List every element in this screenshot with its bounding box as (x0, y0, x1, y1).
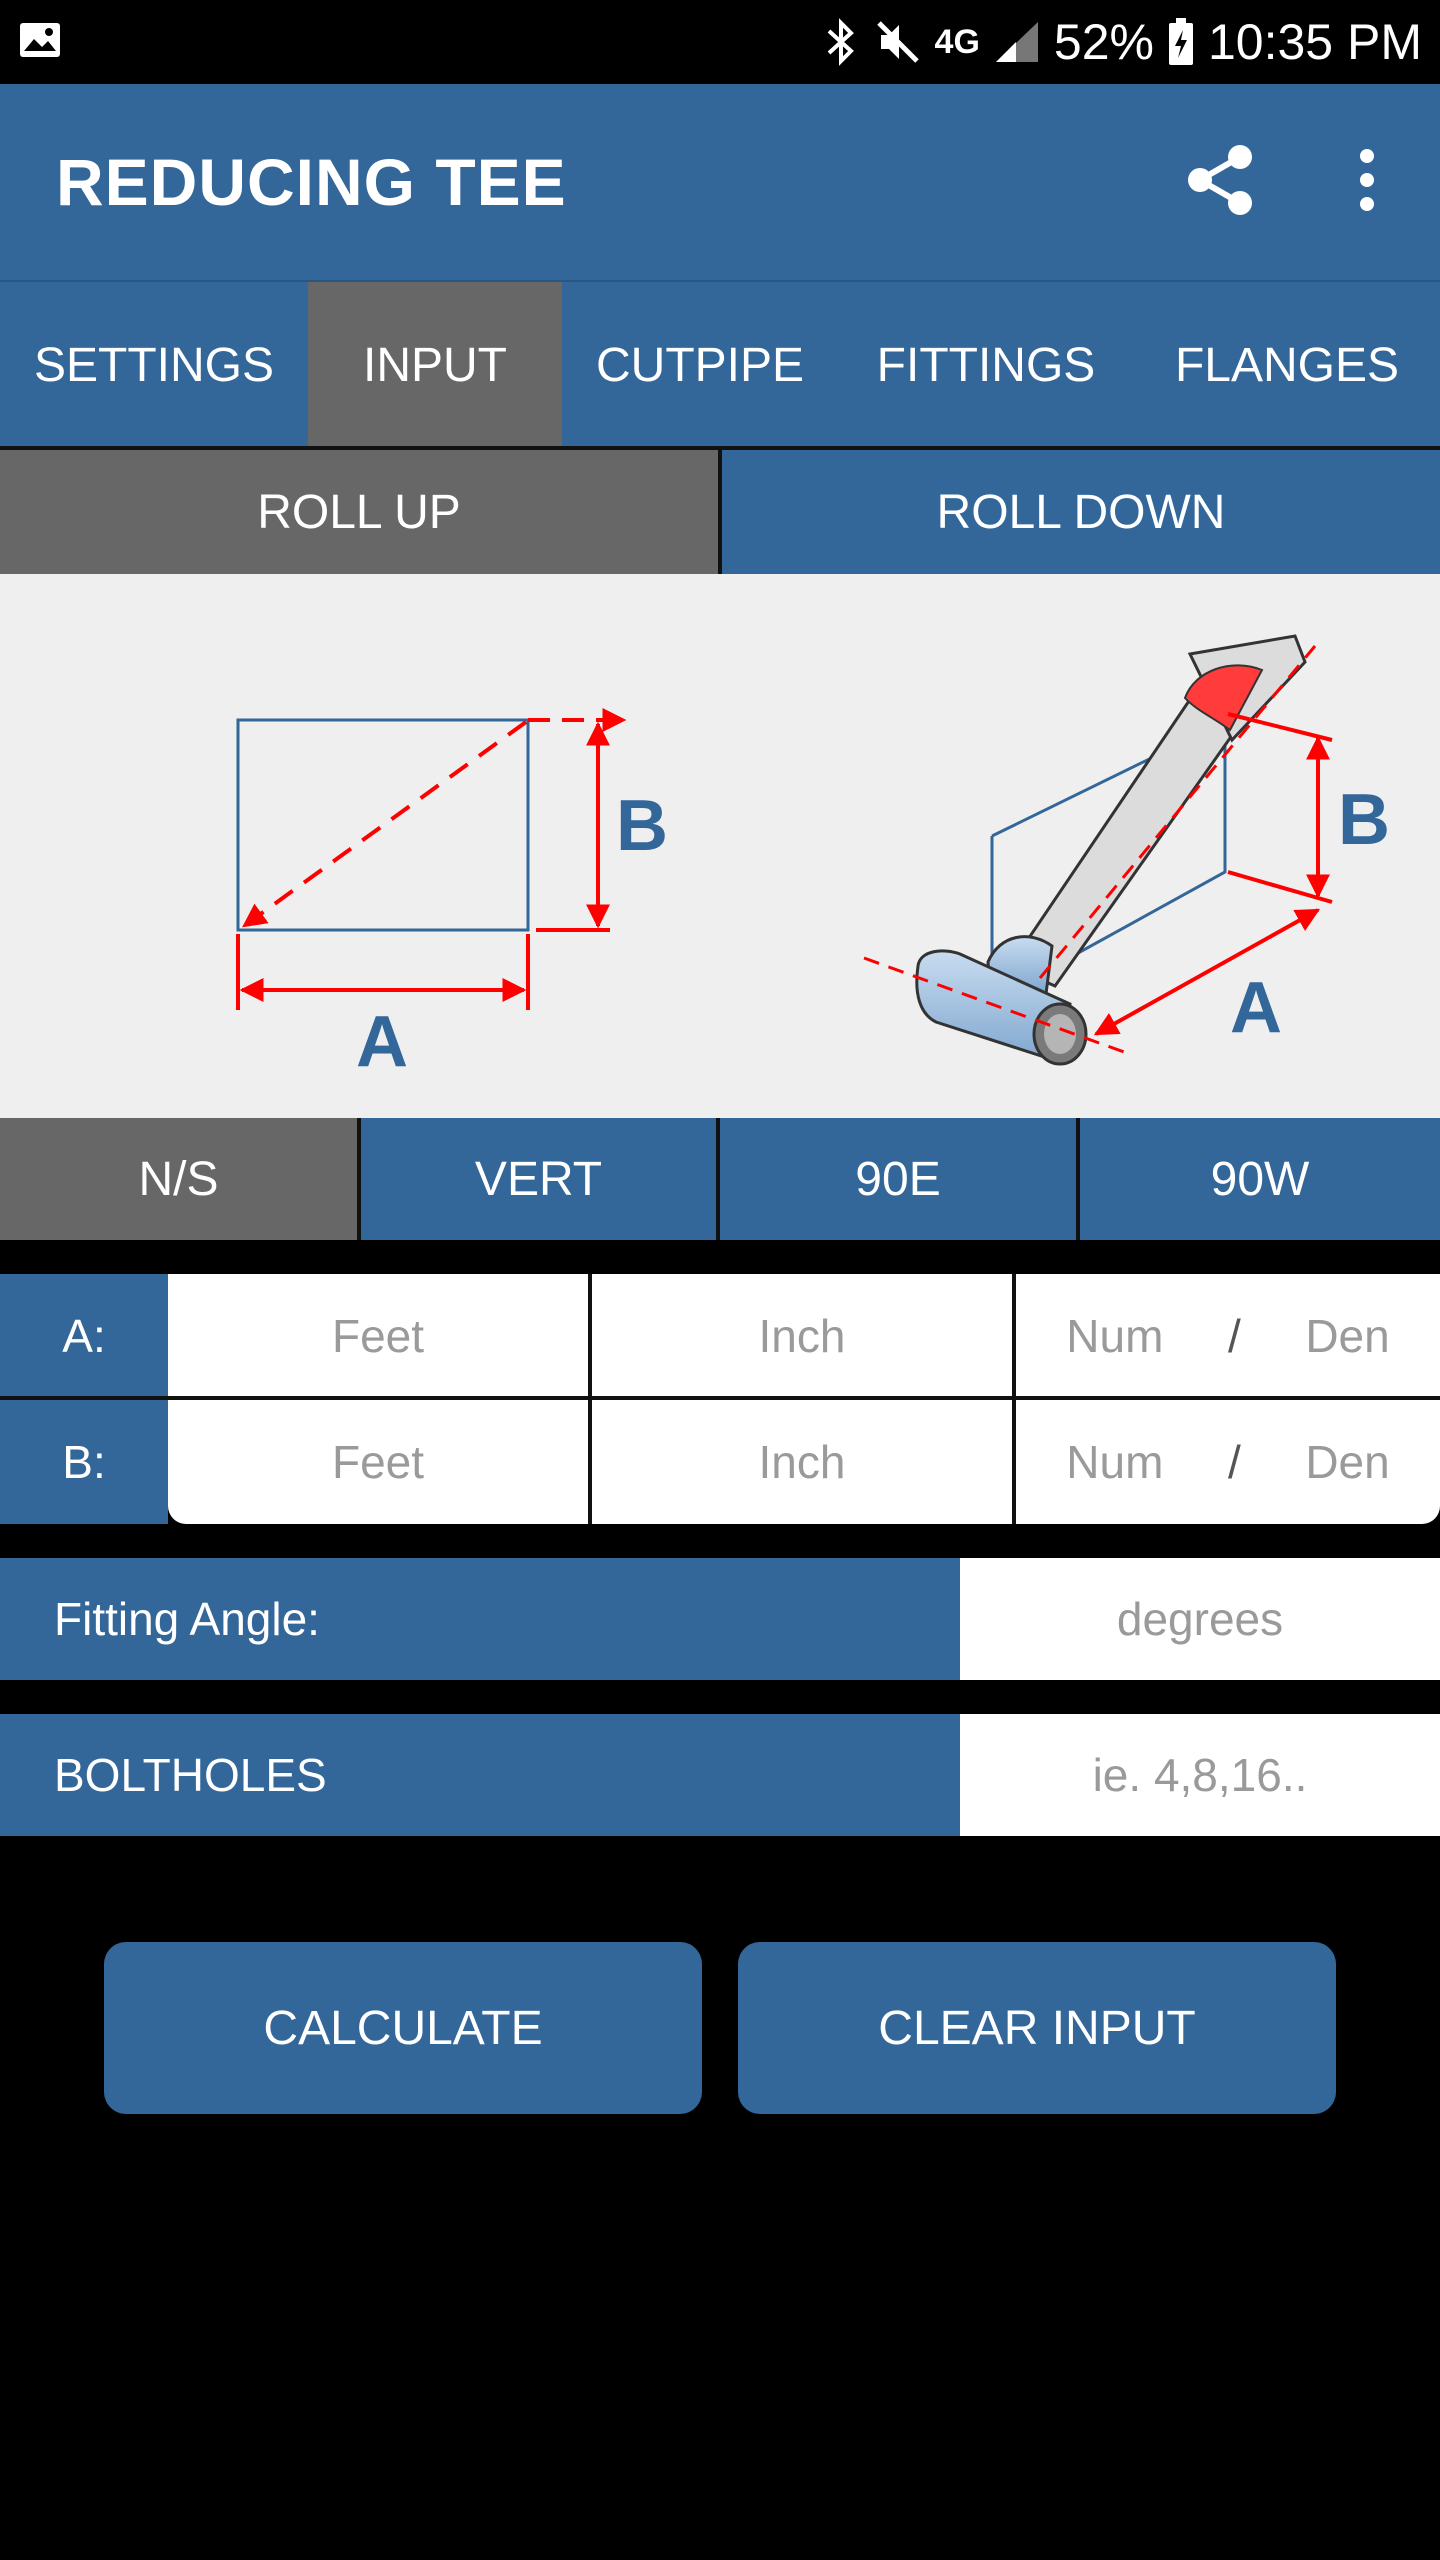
divider (588, 1400, 592, 1524)
fraction-input-a: Num / Den (1016, 1274, 1440, 1398)
roll-down-button[interactable]: ROLL DOWN (722, 450, 1440, 574)
divider (0, 1396, 1440, 1400)
lte-icon: 4G (934, 23, 980, 61)
direction-90w-button[interactable]: 90W (1080, 1118, 1440, 1240)
divider (716, 1118, 720, 1240)
inch-input-a[interactable]: Inch (592, 1274, 1012, 1398)
dimension-label-a: A (1230, 968, 1282, 1048)
battery-icon (1168, 18, 1194, 66)
tab-input[interactable]: INPUT (308, 282, 562, 448)
battery-percent: 52% (1053, 14, 1154, 70)
mute-icon (875, 19, 921, 65)
input-row-b: B: Feet Inch Num / Den (0, 1400, 1440, 1524)
calculate-button[interactable]: CALCULATE (104, 1942, 702, 2114)
divider (1012, 1400, 1016, 1524)
denominator-input-a[interactable]: Den (1305, 1310, 1390, 1362)
boltholes-input[interactable]: ie. 4,8,16.. (960, 1714, 1440, 1836)
roll-toggle: ROLL UP ROLL DOWN (0, 450, 1440, 574)
roll-up-button[interactable]: ROLL UP (0, 450, 718, 574)
direction-toggle: N/S VERT 90E 90W (0, 1118, 1440, 1240)
direction-ns-button[interactable]: N/S (0, 1118, 357, 1240)
tab-flanges[interactable]: FLANGES (1174, 338, 1400, 392)
fraction-separator: / (1227, 1310, 1241, 1362)
numerator-input-b[interactable]: Num (1066, 1436, 1164, 1488)
divider (1012, 1274, 1016, 1398)
left-diagram: A B (236, 708, 668, 1082)
app-bar: REDUCING TEE (0, 84, 1440, 280)
input-label-b: B: (0, 1400, 168, 1524)
divider (1076, 1118, 1080, 1240)
divider (588, 1274, 592, 1398)
fitting-angle-input[interactable]: degrees (960, 1558, 1440, 1680)
feet-input-a[interactable]: Feet (168, 1274, 588, 1398)
divider (0, 446, 1440, 450)
tab-fittings[interactable]: FITTINGS (876, 338, 1096, 392)
page-title: REDUCING TEE (56, 145, 567, 219)
status-bar: 4G 52% 10:35 PM (0, 0, 1440, 84)
share-button[interactable] (1148, 109, 1294, 255)
fitting-angle-label: Fitting Angle: (0, 1558, 960, 1680)
dimension-label-a: A (356, 1002, 408, 1082)
divider (718, 450, 722, 574)
boltholes-row: BOLTHOLES ie. 4,8,16.. (0, 1714, 1440, 1836)
clock: 10:35 PM (1207, 14, 1422, 70)
share-icon (1186, 143, 1256, 222)
fraction-separator: / (1227, 1436, 1241, 1488)
input-row-a: A: Feet Inch Num / Den (0, 1274, 1440, 1398)
boltholes-label: BOLTHOLES (0, 1714, 960, 1836)
divider (357, 1118, 361, 1240)
bluetooth-icon (821, 17, 861, 67)
tab-cutpipe[interactable]: CUTPIPE (595, 338, 805, 392)
signal-icon (994, 20, 1040, 64)
input-label-a: A: (0, 1274, 168, 1398)
tab-settings[interactable]: SETTINGS (33, 338, 275, 392)
overflow-menu-icon (1357, 148, 1377, 217)
denominator-input-b[interactable]: Den (1305, 1436, 1390, 1488)
feet-input-b[interactable]: Feet (168, 1400, 588, 1524)
numerator-input-a[interactable]: Num (1066, 1310, 1164, 1362)
roll-diagram: A B A B (0, 574, 1440, 1118)
clear-input-button[interactable]: CLEAR INPUT (738, 1942, 1336, 2114)
image-icon (18, 21, 62, 64)
fitting-angle-row: Fitting Angle: degrees (0, 1558, 1440, 1680)
overflow-menu-button[interactable] (1294, 109, 1440, 255)
tab-bar: SETTINGS INPUT CUTPIPE FITTINGS FLANGES (0, 280, 1440, 448)
inch-input-b[interactable]: Inch (592, 1400, 1012, 1524)
right-diagram: A B (863, 634, 1390, 1066)
direction-vert-button[interactable]: VERT (361, 1118, 716, 1240)
dimension-label-b: B (1338, 780, 1390, 860)
dimension-label-b: B (616, 786, 668, 866)
fraction-input-b: Num / Den (1016, 1400, 1440, 1524)
direction-90e-button[interactable]: 90E (720, 1118, 1076, 1240)
